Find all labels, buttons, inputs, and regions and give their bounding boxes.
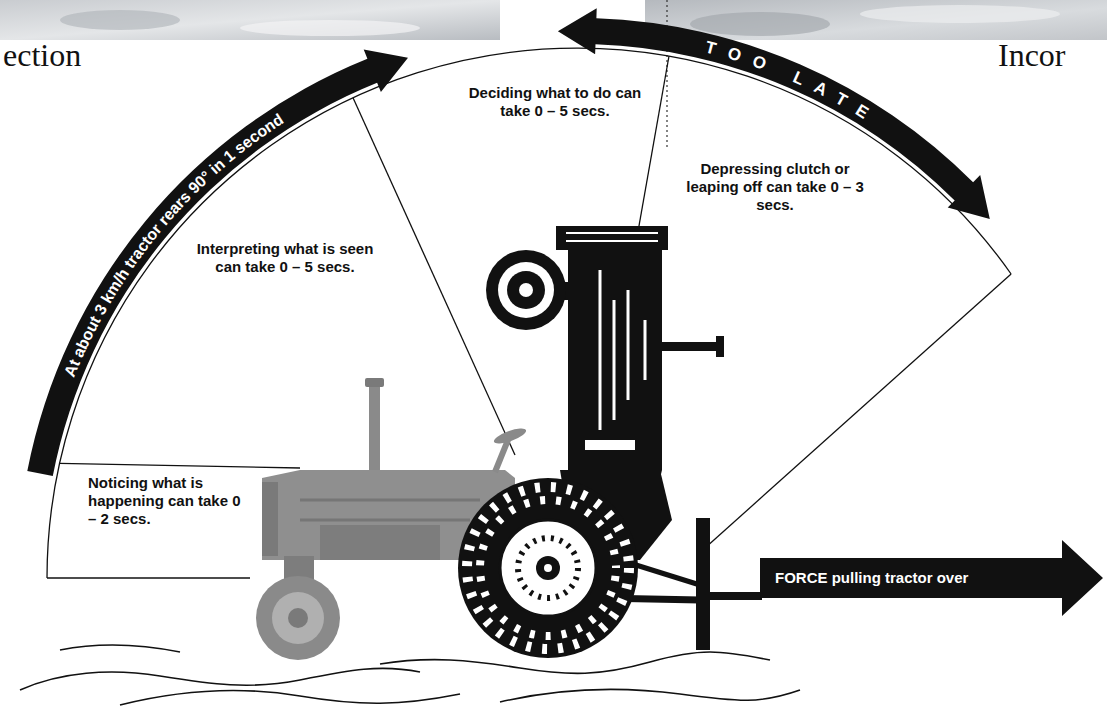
tractor-grey-part — [365, 378, 384, 387]
tractor-rearing-part — [600, 270, 645, 430]
stage-label: Deciding what to do can take 0 – 5 secs. — [465, 84, 645, 120]
tractor-rearing-part — [536, 556, 560, 580]
cropped-heading: ection — [3, 36, 81, 74]
tractor-rearing-part — [566, 233, 658, 241]
tractor-rearing-part — [507, 271, 545, 309]
tractor-rearing-part — [518, 538, 578, 598]
sector-line — [705, 274, 1011, 548]
ground-lines-part — [500, 689, 800, 702]
photo-crop — [645, 0, 1107, 40]
tractor-rearing-part — [716, 336, 724, 357]
stage-label: Interpreting what is seen can take 0 – 5… — [195, 240, 375, 276]
tractor-grey-part — [288, 608, 308, 628]
tractor-rearing-part — [498, 262, 554, 318]
tractor-rearing-part — [585, 440, 635, 450]
tractor-rearing-part — [480, 500, 616, 636]
curved-arrow-texts: At about 3 km/h tractor rears 90° in 1 s… — [61, 38, 883, 380]
tractor-rearing-part — [710, 592, 762, 600]
photo-texture — [690, 12, 830, 36]
curved-arrow-bands — [27, 8, 990, 476]
arrow-caption: At about 3 km/h tractor rears 90° in 1 s… — [61, 111, 287, 380]
vertical-reference — [666, 0, 667, 150]
photo-crop — [0, 0, 500, 40]
tractor-grey-part — [369, 384, 380, 474]
tractor-rearing-part — [458, 478, 638, 658]
tractor-rearing-part — [500, 520, 596, 616]
tractor-rearing-part — [662, 342, 718, 351]
tractor-grey-part — [492, 425, 527, 446]
tractor-rearing-part — [467, 487, 629, 649]
cropped-heading: Incor — [998, 36, 1066, 74]
tractor-grey-part — [300, 500, 480, 520]
arrow-caption: TOO LATE — [703, 38, 882, 130]
arrow-caption: TOO LATE — [703, 38, 882, 130]
tractor-rearing-part — [544, 564, 552, 572]
tractor-grey-part — [256, 576, 340, 660]
photo-strip — [0, 0, 1107, 40]
tractor-grey-part — [262, 482, 278, 556]
tractor-rearing-part — [486, 250, 566, 330]
tractor-rearing-part — [696, 518, 710, 650]
sector-line — [60, 463, 300, 468]
tractor-grey-part — [320, 525, 440, 560]
arrow-caption: At about 3 km/h tractor rears 90° in 1 s… — [61, 111, 287, 380]
stage-label: Noticing what is happening can take 0 – … — [88, 474, 253, 528]
tractor-rearing — [458, 226, 762, 658]
photo-texture — [240, 20, 420, 36]
sector-line — [47, 577, 250, 578]
tractor-grey-part — [495, 440, 508, 472]
curved-arrow — [558, 8, 990, 219]
ground-lines-part — [60, 645, 180, 652]
ground-lines-part — [120, 690, 460, 705]
stage-label: Depressing clutch or leaping off can tak… — [673, 160, 878, 214]
ground-lines-part — [20, 668, 420, 690]
tractor-grey-part — [272, 592, 324, 644]
ground-lines-part — [380, 652, 770, 673]
curved-arrow — [27, 49, 408, 476]
tractor-rearing-part — [519, 283, 533, 297]
force-label: FORCE pulling tractor over — [775, 569, 968, 587]
force-arrow — [760, 540, 1103, 616]
photo-texture — [60, 10, 180, 30]
photo-texture — [860, 5, 1060, 23]
ground-lines — [20, 645, 800, 705]
